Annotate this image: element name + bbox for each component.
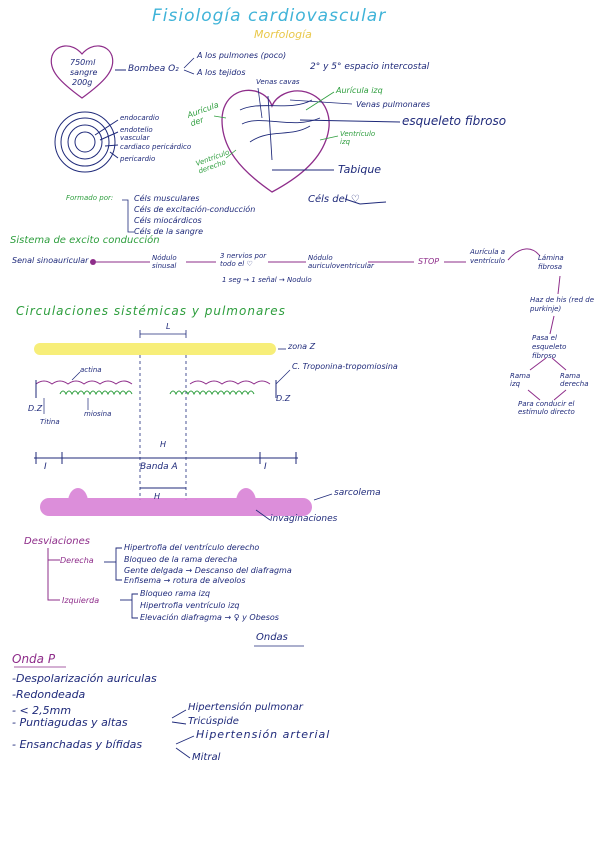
label-venas-cavas: Venas cavas xyxy=(256,78,300,86)
sistema-timing: 1 seg → 1 señal → Nodulo xyxy=(222,276,312,284)
page-subtitle: Morfología xyxy=(254,28,312,41)
onda-mitral: Mitral xyxy=(192,752,221,763)
circ-zona-z: zona Z xyxy=(288,342,316,351)
sistema-node-0: Senal sinoauricular xyxy=(12,256,89,265)
formado-item-2: Céls miocárdicos xyxy=(134,216,202,225)
circ-L: L xyxy=(166,322,171,331)
onda-item-0: -Despolarización auriculas xyxy=(12,672,157,685)
label-endocardio: endocardio xyxy=(120,114,160,122)
label-ventriculo-izq: Ventrículo izq xyxy=(340,130,376,146)
desv-izq-0: Bloqueo rama izq xyxy=(140,589,211,598)
label-auricula-izq: Aurícula izq xyxy=(336,86,383,95)
onda-item-0-text: Despolarización auriculas xyxy=(15,672,157,685)
label-pericardio: pericardio xyxy=(120,155,156,163)
heart-layers-rings xyxy=(54,111,119,173)
formado-item-0: Céls musculares xyxy=(134,194,200,203)
sistema-rama-izq: Rama izq xyxy=(510,372,531,388)
desv-der-0: Hipertrofia del ventrículo derecho xyxy=(124,543,260,552)
desv-izquierda: Izquierda xyxy=(62,596,100,605)
desv-title: Desviaciones xyxy=(24,536,90,547)
circ-dz-right: D.Z xyxy=(276,394,291,403)
onda-item-1-text: Redondeada xyxy=(15,688,86,701)
sistema-rama-der: Rama derecha xyxy=(560,372,589,388)
bomba-label: Bombea O₂ xyxy=(128,64,179,74)
circ-actina: actina xyxy=(80,366,102,374)
desv-der-1: Bloqueo de la rama derecha xyxy=(124,555,238,564)
espacio-intercostal: 2° y 5° espacio intercostal xyxy=(310,62,430,72)
big-heart-drawing xyxy=(213,87,401,193)
onda-item-4: - Ensanchadas y bífidas xyxy=(12,738,143,751)
onda-item-4-text: Ensanchadas y bífidas xyxy=(19,738,143,751)
sistema-node-1: Nódulo sinusal xyxy=(152,254,177,270)
circ-invaginaciones: invaginaciones xyxy=(270,514,338,524)
label-cels-corazon: Céls del ♡ xyxy=(308,194,360,205)
sarcolema-band xyxy=(40,488,312,516)
circ-banda-a: Banda A xyxy=(140,462,178,472)
sistema-pasa: Pasa el esqueleto fibroso xyxy=(532,334,567,360)
formado-item-3: Céls de la sangre xyxy=(134,227,204,236)
sistema-node-6: Lámina fibrosa xyxy=(538,254,564,271)
circ-sarcolema: sarcolema xyxy=(334,488,381,498)
sistema-conducir: Para conducir el estímulo directo xyxy=(518,400,575,416)
bomba-to-tissues: A los tejidos xyxy=(197,68,246,77)
onda-hipert-pulm: Hipertensión pulmonar xyxy=(188,702,303,713)
page-title: Fisiología cardiovascular xyxy=(152,6,387,26)
label-cardiaco: cardiaco pericárdico xyxy=(120,143,192,151)
small-heart-text-1: 750ml xyxy=(70,58,96,67)
small-heart-text-3: 200g xyxy=(72,78,93,87)
onda-item-2: - < 2,5mm xyxy=(12,704,72,717)
label-esqueleto-fibroso: esqueleto fibroso xyxy=(402,114,507,128)
sistema-title: Sistema de excito conducción xyxy=(10,235,160,246)
onda-tricuspide: Tricúspide xyxy=(188,716,239,727)
onda-item-3: - Puntiagudas y altas xyxy=(12,716,128,729)
sistema-node-5: Aurícula a ventrículo xyxy=(470,248,506,265)
onda-hipert-art: Hipertensión arterial xyxy=(196,728,331,741)
ondas-title: Ondas xyxy=(256,632,288,643)
small-heart-text-2: sangre xyxy=(70,68,98,77)
band-scale xyxy=(34,452,298,489)
small-heart-shape xyxy=(50,45,114,99)
onda-p-title: Onda P xyxy=(12,652,56,666)
formado-item-1: Céls de excitación-conducción xyxy=(134,205,256,214)
sistema-node-3: Nódulo auriculoventricular xyxy=(308,254,374,270)
circ-I-right: I xyxy=(264,462,267,472)
desviaciones-tree xyxy=(47,548,60,601)
label-venas-pulmonares: Venas pulmonares xyxy=(356,100,431,109)
circ-troponina: C. Troponina-tropomiosina xyxy=(292,362,398,371)
desv-der-3: Enfisema → rotura de alveolos xyxy=(124,576,246,585)
circ-titina: Titina xyxy=(40,418,60,426)
onda-item-3-text: Puntiagudas y altas xyxy=(19,716,128,729)
circ-miosina: miosina xyxy=(84,410,112,418)
bomba-to-lungs: A los pulmones (poco) xyxy=(197,51,287,60)
label-tabique: Tabique xyxy=(338,163,382,176)
desv-der-2: Gente delgada → Descanso del diafragma xyxy=(124,566,292,575)
formado-label: Formado por: xyxy=(66,194,114,202)
circ-I-left: I xyxy=(44,462,47,472)
conduction-flow xyxy=(96,248,567,401)
desv-izq-2: Elevación diafragma → ♀ y Obesos xyxy=(140,613,279,622)
circ-H: H xyxy=(160,440,167,449)
sistema-haz: Haz de his (red de purkinje) xyxy=(530,296,595,313)
onda-item-2-text: < 2,5mm xyxy=(19,704,72,717)
label-endotelio: endotelio vascular xyxy=(120,126,153,142)
circ-H2: H xyxy=(154,492,161,501)
desv-izq-1: Hipertrofia ventrículo izq xyxy=(140,601,240,610)
zona-z-band xyxy=(34,343,276,355)
sistema-node-2: 3 nervios por todo el ♡ xyxy=(220,252,267,268)
desv-derecha: Derecha xyxy=(60,556,94,565)
onda-item-1: -Redondeada xyxy=(12,688,86,701)
circ-dz-left: D.Z xyxy=(28,404,43,413)
circ-title: Circulaciones sistémicas y pulmonares xyxy=(16,304,286,318)
sistema-node-4: STOP xyxy=(418,257,440,266)
sarcomere-filaments xyxy=(35,369,291,414)
